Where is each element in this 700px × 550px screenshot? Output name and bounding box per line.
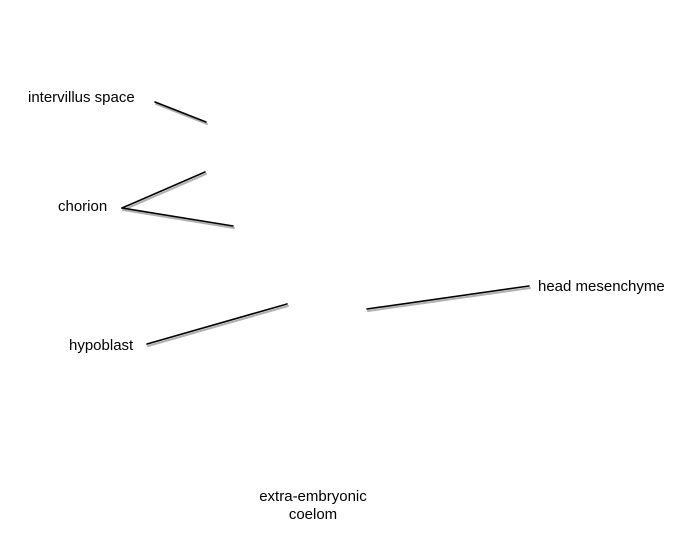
label-head-mesenchyme: head mesenchyme	[538, 278, 665, 295]
label-extra-embryonic-line2: coelom	[288, 506, 338, 523]
label-chorion: chorion	[58, 198, 108, 215]
leader-line-hypoblast	[146, 303, 288, 345]
label-extra-embryonic-coelom: extra-embryonic coelom	[244, 488, 382, 524]
leader-shadows	[122, 103, 531, 347]
leader-line-chorion-lower	[121, 207, 234, 227]
label-hypoblast: hypoblast	[69, 337, 134, 354]
leader-line-chorion-upper	[121, 171, 206, 209]
leader-line-intervillus-space	[154, 101, 207, 123]
leader-line-head-mesenchyme	[366, 285, 530, 310]
label-intervillus-space: intervillus space	[28, 89, 135, 106]
label-extra-embryonic-line1: extra-embryonic	[259, 488, 367, 505]
